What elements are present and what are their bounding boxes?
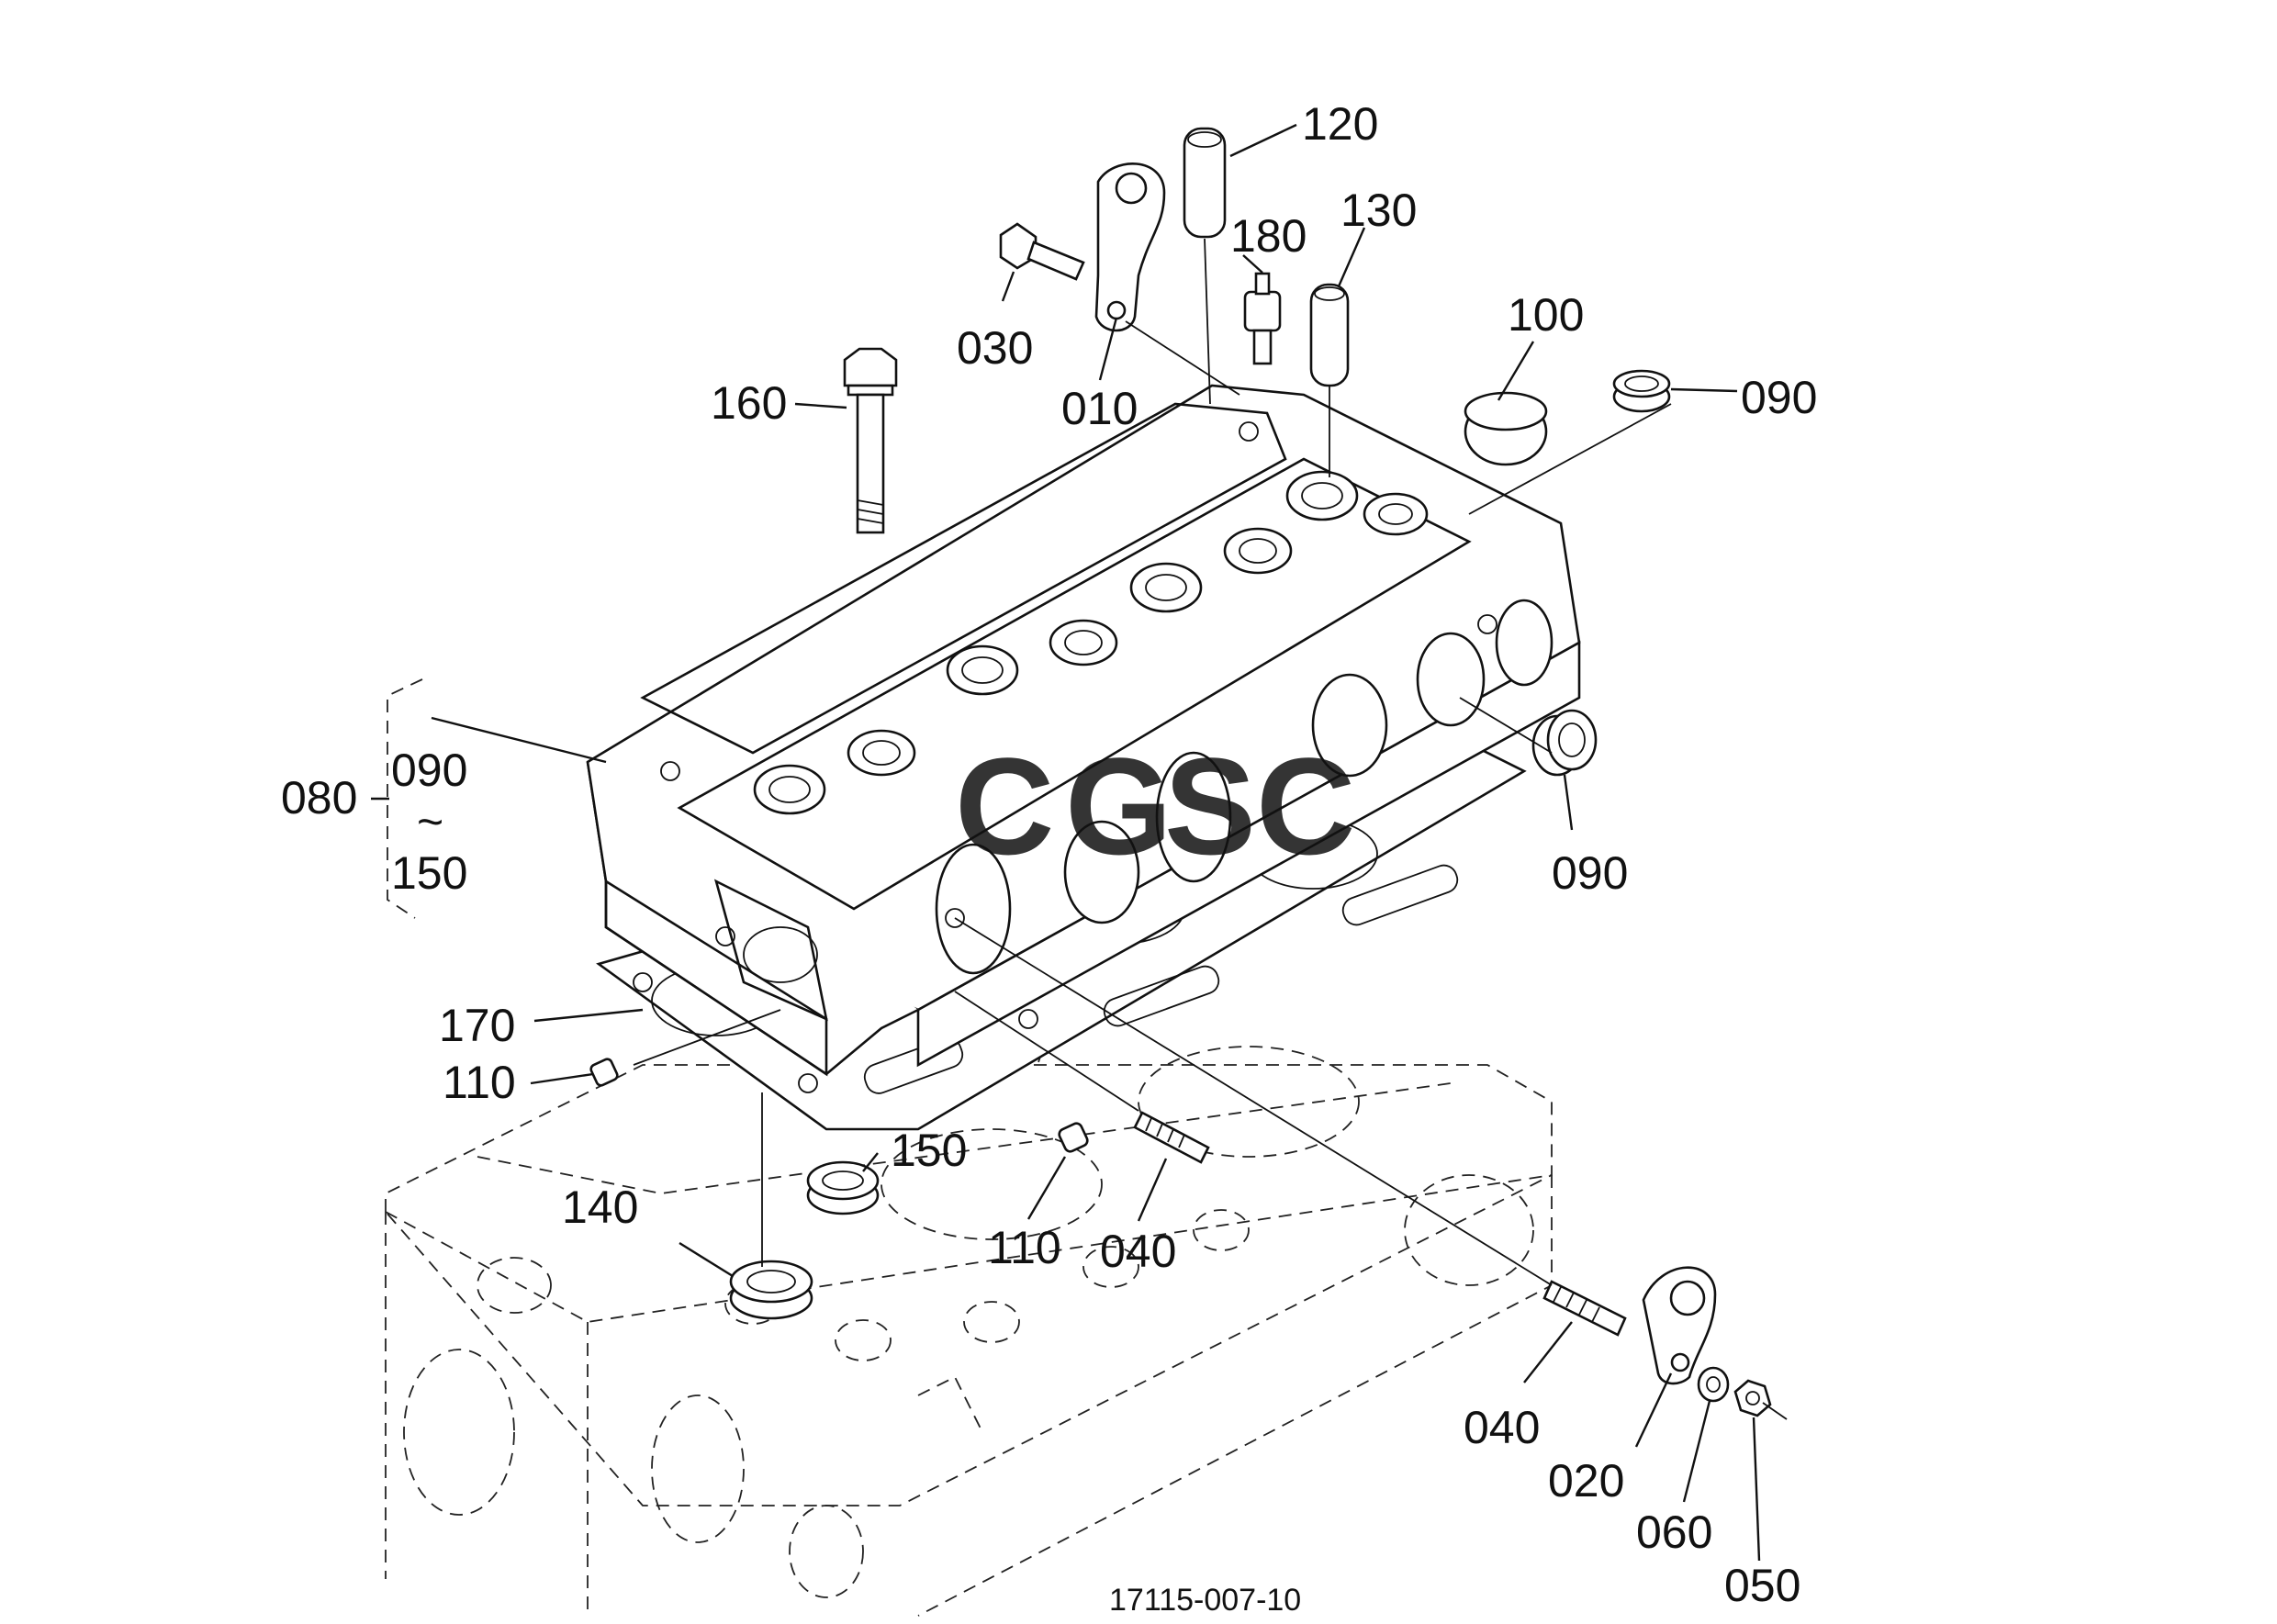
callout-110-left: 110: [443, 1057, 516, 1108]
group-from-label: 090: [391, 745, 467, 796]
callout-160: 160: [711, 377, 787, 429]
callout-050: 050: [1724, 1560, 1800, 1611]
stud-040-center: [1133, 1111, 1210, 1164]
callout-030: 030: [957, 322, 1033, 374]
callout-110-center: 110: [988, 1222, 1061, 1273]
callout-090-right: 090: [1552, 847, 1628, 899]
lifting-hook-020: [1642, 1266, 1717, 1385]
group-to-label: 150: [391, 847, 467, 899]
lifting-hook-010: [1094, 162, 1166, 332]
leader-lines: [431, 123, 1788, 1562]
callout-130: 130: [1340, 185, 1417, 236]
seal-150: [806, 1160, 880, 1215]
callout-060: 060: [1636, 1506, 1712, 1558]
valve-guide-120: [1183, 127, 1227, 239]
watermark-letter-4: C: [1256, 729, 1355, 883]
seal-090-right: [1531, 709, 1598, 777]
bolt-030: [999, 222, 1085, 281]
plug-100: [1464, 391, 1548, 466]
watermark-letter-3: S: [1164, 729, 1256, 883]
watermark-logo: C G S C: [955, 729, 1355, 883]
callout-090-top: 090: [1741, 372, 1817, 423]
callout-020: 020: [1548, 1455, 1624, 1506]
plug-110-center: [1058, 1122, 1089, 1153]
callout-170: 170: [439, 1000, 515, 1051]
nut-050: [1733, 1379, 1772, 1417]
callout-180: 180: [1230, 210, 1307, 262]
washer-060: [1697, 1366, 1730, 1403]
part-callouts: 120 180 130 100 090 030 010 160 090 170 …: [439, 98, 1817, 1611]
callout-120: 120: [1302, 98, 1378, 150]
drawing-number: 17115-007-10: [1109, 1583, 1301, 1618]
callout-040-right: 040: [1464, 1402, 1540, 1453]
callout-010: 010: [1061, 383, 1138, 434]
cylinder-head: [586, 384, 1581, 1077]
group-tilde: ~: [417, 796, 443, 847]
callout-150: 150: [891, 1125, 967, 1176]
group-bracket: 080 090 ~ 150: [281, 678, 467, 919]
callout-100: 100: [1508, 289, 1584, 341]
head-bolt-160: [843, 347, 898, 534]
valve-ports: [753, 470, 1429, 815]
seal-090-top: [1612, 369, 1671, 413]
valve-guide-130: [1309, 283, 1350, 387]
watermark-letter-1: C: [955, 729, 1054, 883]
plug-110-left: [589, 1058, 619, 1087]
glow-plug-180: [1243, 272, 1282, 365]
callout-140: 140: [562, 1182, 638, 1233]
callout-040-center: 040: [1100, 1226, 1176, 1277]
watermark-letter-2: G: [1065, 729, 1172, 883]
engine-block-outline: [385, 1009, 1553, 1617]
seal-140: [729, 1260, 813, 1320]
stud-040-right: [1542, 1280, 1627, 1337]
group-main-label: 080: [281, 772, 357, 823]
